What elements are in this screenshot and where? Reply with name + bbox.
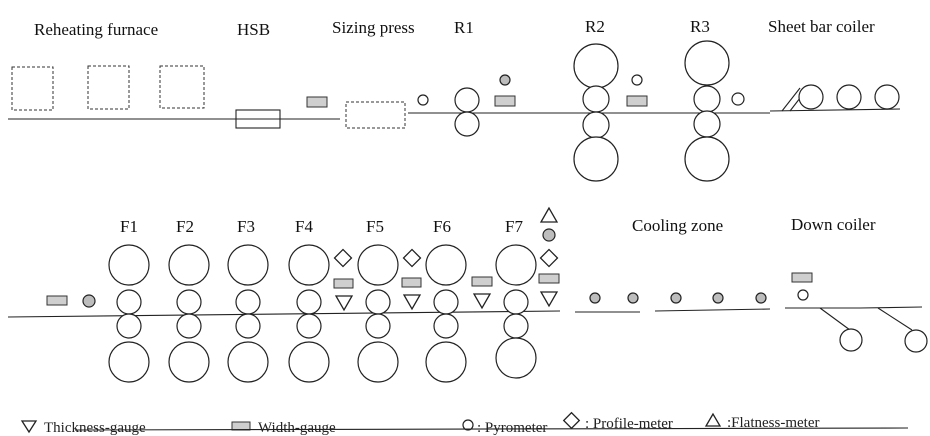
- stand-f2: [168, 244, 210, 383]
- width-gauge-icon: [333, 278, 354, 289]
- stand-r3: [684, 40, 730, 182]
- stand-r2: [573, 43, 619, 182]
- legend-profile-label: : Profile-meter: [585, 416, 673, 432]
- pyrometer-icon: [417, 94, 429, 106]
- label-sizing-press: Sizing press: [332, 18, 415, 37]
- label-down-coiler: Down coiler: [791, 215, 876, 234]
- legend: Thickness-gauge Width-gauge : Pyrometer …: [20, 411, 909, 436]
- stand-r1: [454, 87, 480, 137]
- width-gauge-icon: [494, 95, 516, 107]
- profile-meter-icon: [333, 248, 353, 268]
- thickness-gauge-icon: [539, 291, 559, 308]
- label-reheating-furnace: Reheating furnace: [34, 20, 158, 39]
- hsb-box: [235, 109, 281, 129]
- label-sheet-bar-coiler: Sheet bar coiler: [768, 17, 875, 36]
- legend-width-icon: [231, 421, 251, 431]
- label-r1: R1: [454, 18, 474, 37]
- bottom-pass-line: [7, 306, 923, 331]
- width-gauge-icon: [538, 273, 560, 284]
- sizing-press-box: [345, 101, 406, 129]
- width-gauge-icon: [626, 95, 648, 107]
- legend-thickness-icon: [20, 420, 38, 434]
- pyrometer-icon: [499, 74, 511, 86]
- thickness-gauge-icon: [472, 293, 492, 310]
- pyrometer-icon: [731, 92, 745, 106]
- thickness-gauge-icon: [334, 295, 354, 312]
- width-gauge-icon: [791, 272, 813, 283]
- label-f2: F2: [176, 217, 194, 236]
- width-gauge-icon: [401, 277, 422, 288]
- label-f5: F5: [366, 217, 384, 236]
- label-r2: R2: [585, 17, 605, 36]
- cooling-zone-pyrometers: [589, 292, 767, 304]
- pyrometer-icon: [797, 289, 809, 301]
- label-f4: F4: [295, 217, 313, 236]
- reheating-furnace-boxes: [11, 65, 205, 111]
- top-pass-line: [8, 108, 901, 120]
- width-gauge-icon: [471, 276, 493, 287]
- stand-f4: [288, 244, 330, 383]
- profile-meter-icon: [402, 248, 422, 268]
- stand-f7: [495, 244, 537, 379]
- width-gauge-icon: [306, 96, 328, 108]
- legend-underline: [74, 427, 909, 431]
- label-hsb: HSB: [237, 20, 270, 39]
- down-coilers: [839, 328, 928, 353]
- stand-f1: [108, 244, 150, 383]
- pyrometer-icon: [631, 74, 643, 86]
- flatness-meter-icon: [539, 206, 559, 223]
- label-f6: F6: [433, 217, 451, 236]
- stand-f6: [425, 244, 467, 383]
- legend-width-label: Width-gauge: [258, 420, 336, 436]
- label-f1: F1: [120, 217, 138, 236]
- stand-f3: [227, 244, 269, 383]
- label-cooling-zone: Cooling zone: [632, 216, 723, 235]
- label-f3: F3: [237, 217, 255, 236]
- legend-thickness-label: Thickness-gauge: [44, 420, 146, 436]
- legend-flatness-label: :Flatness-meter: [727, 415, 819, 431]
- thickness-gauge-icon: [402, 294, 422, 311]
- legend-pyrometer-icon: [462, 419, 474, 431]
- stand-f5: [357, 244, 399, 383]
- legend-profile-icon: [562, 411, 581, 430]
- label-f7: F7: [505, 217, 523, 236]
- pyrometer-icon: [542, 228, 556, 242]
- sheet-bar-coiler: [781, 84, 900, 112]
- profile-meter-icon: [539, 248, 559, 268]
- legend-flatness-icon: [704, 412, 722, 427]
- legend-pyrometer-label: : Pyrometer: [477, 420, 547, 436]
- width-gauge-icon: [46, 295, 68, 306]
- pyrometer-icon: [82, 294, 96, 308]
- label-r3: R3: [690, 17, 710, 36]
